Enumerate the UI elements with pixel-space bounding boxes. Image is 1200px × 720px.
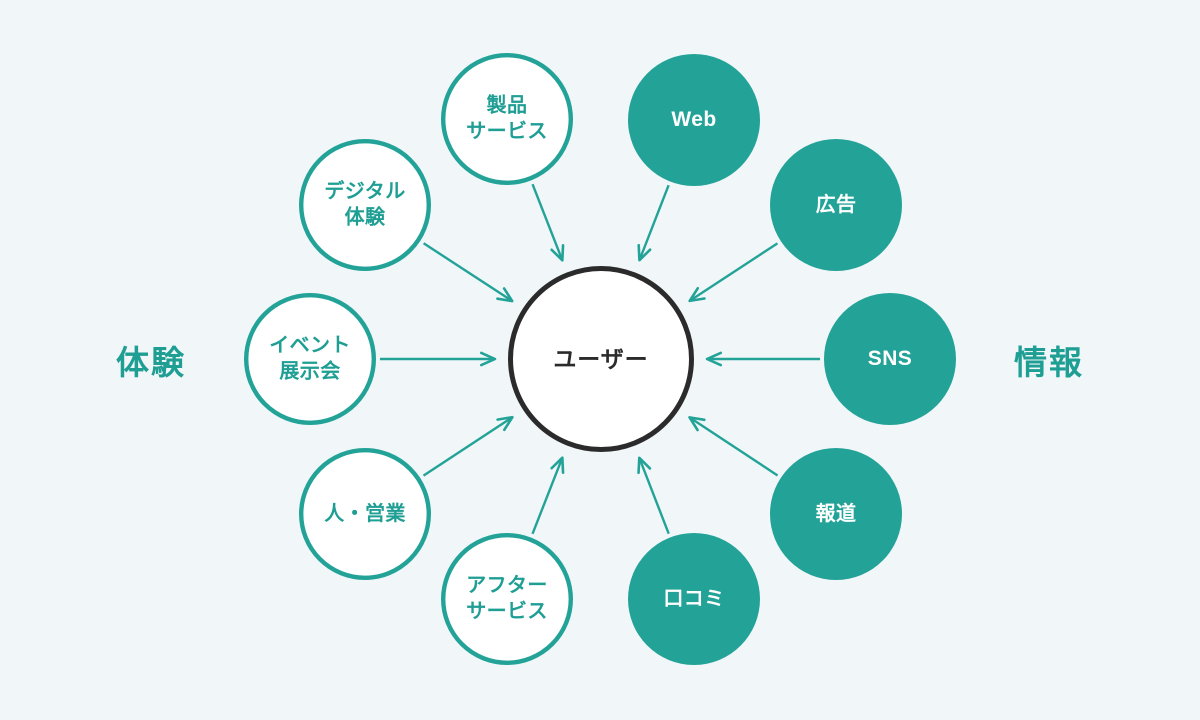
node-circle-web[interactable]	[628, 54, 760, 186]
arrow-sns-to-user	[705, 351, 820, 367]
node-circle-word-of-mouth[interactable]	[628, 533, 760, 665]
node-circle-advertising[interactable]	[770, 139, 902, 271]
node-circle-user[interactable]	[508, 266, 694, 452]
arrow-product-service-to-user	[531, 183, 565, 262]
node-circle-digital[interactable]	[299, 138, 432, 271]
node-circle-after-service[interactable]	[441, 533, 574, 666]
side-label-left: 体験	[116, 344, 186, 381]
node-circle-sns[interactable]	[824, 293, 956, 425]
arrow-word-of-mouth-to-user	[637, 456, 670, 535]
arrow-after-service-to-user	[531, 456, 565, 535]
arrow-event-to-user	[380, 351, 497, 367]
arrow-press-to-user	[688, 416, 779, 477]
node-circle-event[interactable]	[243, 293, 376, 426]
node-circle-people-sales[interactable]	[299, 448, 432, 581]
node-circle-product-service[interactable]	[441, 53, 574, 185]
arrow-digital-to-user	[422, 242, 514, 303]
circle-layer	[243, 53, 956, 666]
arrow-layer	[380, 183, 820, 535]
arrow-web-to-user	[637, 184, 670, 262]
arrow-people-sales-to-user	[422, 415, 514, 477]
arrow-advertising-to-user	[688, 242, 779, 303]
node-circle-press[interactable]	[770, 448, 902, 580]
side-label-right: 情報	[1014, 344, 1084, 381]
